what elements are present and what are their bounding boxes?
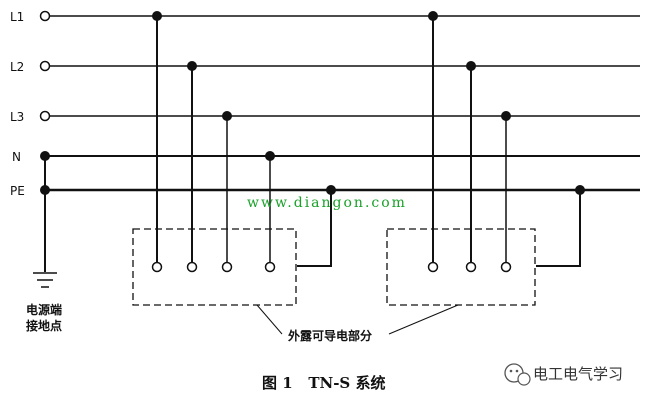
right-load-terminal-3 — [500, 261, 512, 273]
callout-leader-left — [256, 304, 283, 335]
left-node-l1 — [152, 11, 162, 21]
ground-icon — [33, 272, 57, 288]
line-label-n: N — [12, 150, 21, 164]
ground-label-line1: 电源端 — [26, 302, 62, 317]
right-node-l2 — [466, 61, 476, 71]
figure-caption: 图 1 TN-S 系统 — [262, 374, 385, 392]
right-node-l3 — [501, 111, 511, 121]
source-terminal-l3 — [39, 110, 51, 122]
left-node-l2 — [187, 61, 197, 71]
right-node-pe — [575, 185, 585, 195]
left-node-n — [265, 151, 275, 161]
source-terminal-l2 — [39, 60, 51, 72]
watermark-text: www.diangon.com — [247, 195, 407, 211]
right-exposed-part-box — [386, 228, 536, 306]
callout-leader-right — [388, 304, 459, 335]
right-load-terminal-1 — [427, 261, 439, 273]
right-load-terminal-2 — [465, 261, 477, 273]
exposed-parts-label: 外露可导电部分 — [288, 328, 372, 343]
brand-text: 电工电气学习 — [533, 365, 623, 383]
line-label-l2: L2 — [10, 60, 24, 74]
source-terminal-l1 — [39, 10, 51, 22]
ground-label-line2: 接地点 — [26, 318, 62, 333]
left-node-l3 — [222, 111, 232, 121]
right-node-l1 — [428, 11, 438, 21]
left-load-terminal-1 — [151, 261, 163, 273]
left-load-terminal-2 — [186, 261, 198, 273]
left-exposed-part-box — [132, 228, 297, 306]
wechat-icon — [504, 363, 531, 386]
left-load-terminal-4 — [264, 261, 276, 273]
left-load-terminal-3 — [221, 261, 233, 273]
line-label-l1: L1 — [10, 10, 24, 24]
left-pe-connection — [297, 190, 332, 267]
right-pe-connection — [536, 190, 581, 267]
left-node-pe — [326, 185, 336, 195]
line-label-l3: L3 — [10, 110, 24, 124]
line-label-pe: PE — [10, 184, 25, 198]
